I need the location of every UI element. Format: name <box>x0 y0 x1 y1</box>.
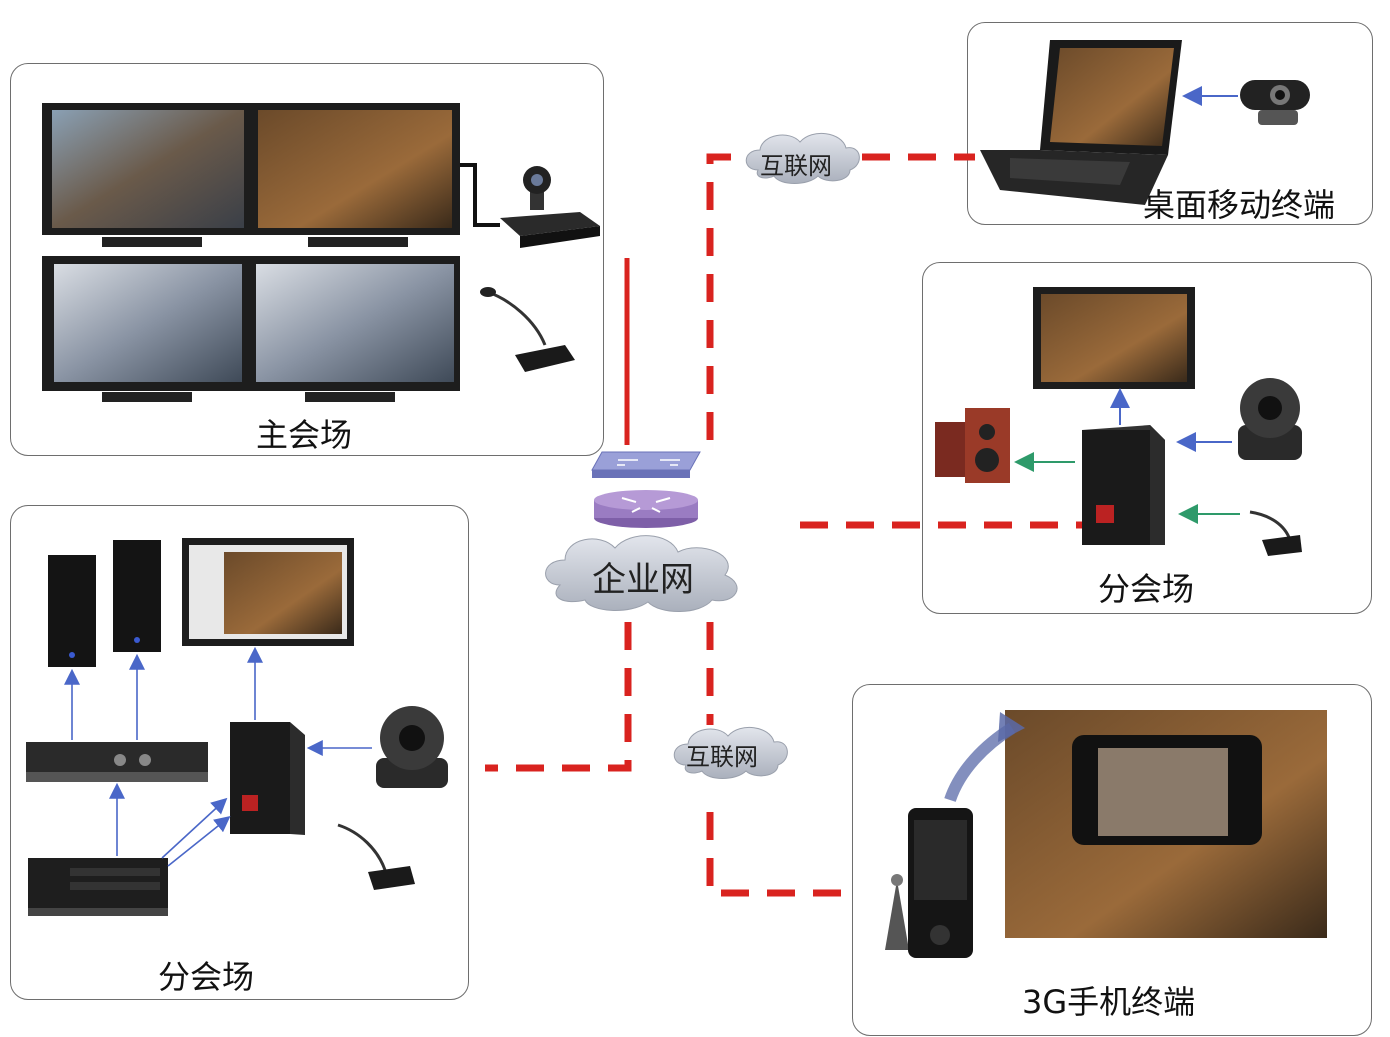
hand-phone-photo <box>1005 710 1327 938</box>
enterprise-cloud-icon <box>545 535 738 612</box>
desktop-terminal-label: 桌面移动终端 <box>1143 186 1336 224</box>
main-venue-monitor-4 <box>250 256 460 402</box>
branch-left-pc-tower-icon <box>230 722 305 835</box>
internet-bottom-label: 互联网 <box>686 743 758 771</box>
branch-right-speakers-icon <box>935 408 1010 483</box>
enterprise-network-label: 企业网 <box>592 560 694 600</box>
main-venue-monitor-1 <box>42 103 252 247</box>
branch-right-pc-tower-icon <box>1082 425 1165 545</box>
codec-icon <box>500 166 600 248</box>
dashed-links <box>485 153 1085 897</box>
branch-left-speaker-1-icon <box>48 555 96 667</box>
main-venue-microphone-icon <box>480 287 575 372</box>
branch-venue-right-label: 分会场 <box>1098 570 1195 608</box>
main-venue-monitor-2 <box>250 103 460 247</box>
smartphone-icon <box>908 808 973 958</box>
branch-left-speaker-2-icon <box>113 540 161 652</box>
link-internet-bottom-to-mobile <box>706 812 850 897</box>
main-venue-monitor-3 <box>42 256 252 402</box>
main-venue-cable <box>460 163 500 227</box>
webcam-icon <box>1240 80 1310 125</box>
switch-icon <box>591 451 701 478</box>
mcu-server-icon <box>28 858 168 916</box>
amplifier-icon <box>26 742 208 782</box>
branch-left-camera-icon <box>376 706 448 788</box>
branch-right-monitor <box>1033 287 1195 389</box>
main-venue-label: 主会场 <box>256 416 353 454</box>
internet-top-label: 互联网 <box>760 152 832 180</box>
link-enterprise-to-branch-left <box>485 622 632 772</box>
mobile-terminal-label: 3G手机终端 <box>1022 983 1196 1021</box>
branch-left-monitor-icon <box>182 538 354 646</box>
branch-right-microphone-icon <box>1249 510 1302 556</box>
internet-cloud-bottom-icon <box>673 726 788 779</box>
router-icon <box>594 490 698 528</box>
laptop-icon <box>980 40 1182 205</box>
internet-cloud-top-icon <box>745 132 860 184</box>
branch-left-arrows <box>64 646 372 867</box>
branch-right-camera-icon <box>1238 378 1302 460</box>
branch-left-microphone-icon <box>337 823 415 890</box>
cell-tower-icon <box>885 874 909 950</box>
link-enterprise-to-internet-top <box>706 153 752 440</box>
branch-venue-left-label: 分会场 <box>158 958 255 996</box>
